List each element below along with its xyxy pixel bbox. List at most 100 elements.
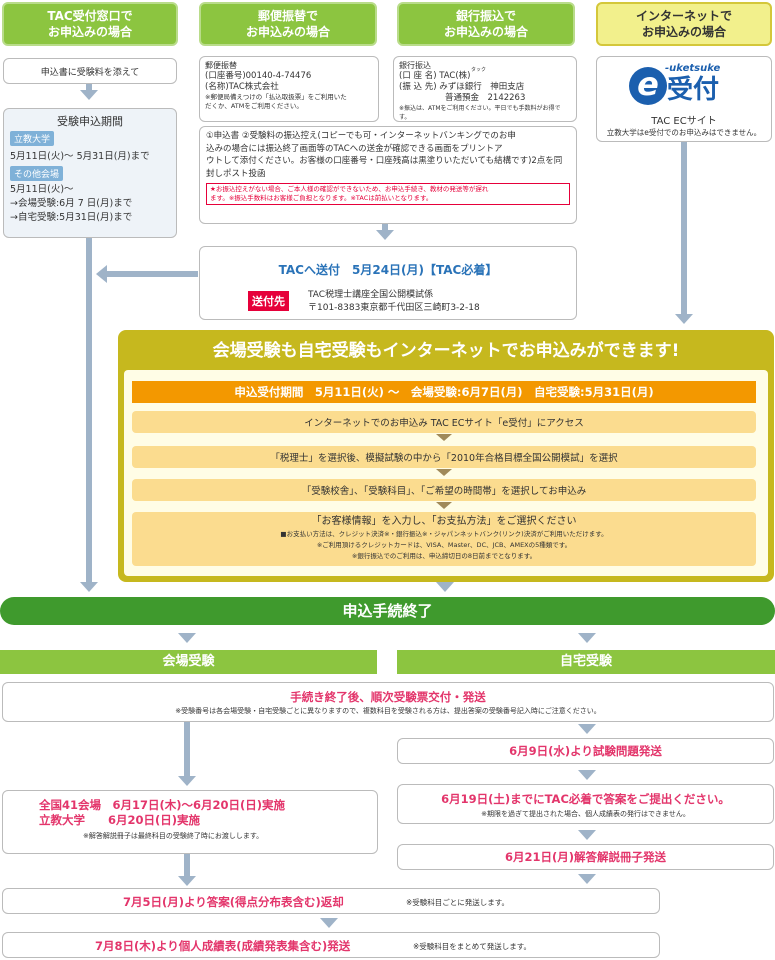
arrow-down-icon — [178, 876, 196, 886]
e-uketsuke-logo: e -uketsuke 受付 — [629, 63, 741, 107]
arrow-stem — [86, 84, 92, 90]
arrow-down-icon — [178, 776, 196, 786]
final-report-note: ※受験科目をまとめて発送します。 — [413, 942, 532, 951]
bank-account-name: (口 座 名) TAC(株) タック — [399, 67, 571, 82]
internet-note: 立教大学はe受付でのお申込みはできません。 — [606, 128, 762, 137]
logo-text-small: -uketsuke — [665, 63, 721, 74]
arrow-down-icon — [178, 633, 196, 643]
ticket-title: 手続き終了後、順次受験票交付・発送 — [290, 690, 486, 704]
venue-line: 立教大学 6月20日(日)実施 — [39, 813, 201, 827]
final-report: 7月8日(木)より個人成績表(成績発表集含む)発送 ※受験科目をまとめて発送しま… — [2, 932, 660, 958]
step-4-title: 「お客様情報」を入力し、「お支払方法」をご選択ください — [311, 516, 577, 527]
arrow-down-icon — [675, 314, 693, 324]
arrow-down-icon — [80, 90, 98, 100]
warning-line: ます。※振込手数料はお客様ご負担となります。※TACは前払いとなります。 — [210, 194, 433, 202]
venue-box: 全国41会場 6月17日(木)～6月20日(日)実施 立教大学 6月20日(日)… — [2, 790, 378, 854]
ticket-box: 手続き終了後、順次受験票交付・発送 ※受験番号は各会場受験・自宅受験ごとに異なり… — [2, 682, 774, 722]
arrow-stem — [106, 271, 198, 277]
period-line: →会場受験:6月 7 日(月)まで — [10, 198, 133, 209]
header-line: インターネットで — [635, 9, 732, 23]
venue-tag: 立教大学 — [10, 131, 55, 146]
arrow-down-icon — [80, 582, 98, 592]
header-line: 銀行振込で — [455, 9, 516, 23]
final-report-text: 7月8日(木)より個人成績表(成績発表集含む)発送 — [95, 939, 351, 953]
postal-line: (名称)TAC株式会社 — [205, 82, 279, 92]
period-line: 5月11日(火)～ 5月31日(月)まで — [10, 151, 150, 162]
postal-line: (口座番号)00140-4-74476 — [205, 71, 312, 81]
arrow-stem — [184, 722, 190, 778]
internet-site: TAC ECサイト — [651, 116, 717, 127]
arrow-down-icon — [578, 770, 596, 780]
arrow-down-icon — [376, 230, 394, 240]
home-step-2-note: ※期限を過ぎて提出された場合、個人成績表の発行はできません。 — [481, 810, 690, 818]
logo-text-main: 受付 — [667, 75, 720, 105]
venue-note: ※解答解説冊子は最終科目の受験終了時にお渡しします。 — [83, 832, 264, 840]
postal-note: だくか、ATMをご利用ください。 — [205, 102, 303, 110]
logo-e-mark: e — [629, 67, 667, 105]
send-tag: 送付先 — [248, 291, 289, 311]
arrow-down-icon — [320, 918, 338, 928]
header-line: お申込みの場合 — [245, 25, 330, 39]
internet-box: e -uketsuke 受付 TAC ECサイト 立教大学はe受付でのお申込みは… — [596, 56, 772, 142]
bank-line: (振 込 先) みずほ銀行 神田支店 — [399, 82, 525, 92]
period-bar: 申込受付期間 5月11日(火) ～ 会場受験:6月7日(月) 自宅受験:5月31… — [132, 381, 756, 403]
transfer-line: 込みの場合には振込終了画面等のTACへの送金が確認できる画面をプリントア — [206, 143, 503, 154]
period-line: 5月11日(火)～ — [10, 184, 74, 195]
send-address: TAC税理士講座全国公開模試係 — [308, 290, 434, 300]
step-4-note: ※ご利用頂けるクレジットカードは、VISA、Master、DC、JCB、AMEX… — [316, 541, 572, 549]
arrow-down-icon — [436, 434, 452, 441]
venue-tag: その他会場 — [10, 166, 64, 181]
home-step-2: 6月19日(土)までにTAC必着で答案をご提出ください。 ※期限を過ぎて提出され… — [397, 784, 774, 824]
arrow-down-icon — [578, 830, 596, 840]
header-line: TAC受付窓口で — [47, 9, 133, 23]
postal-note: ※郵便局備えつけの「払込取扱票」をご利用いた — [205, 93, 347, 101]
arrow-stem — [681, 142, 687, 314]
bank-line: 普通預金 2142263 — [445, 93, 526, 103]
home-step-2-text: 6月19日(土)までにTAC必着で答案をご提出ください。 — [441, 792, 730, 806]
postal-box: 郵便振替 (口座番号)00140-4-74476 (名称)TAC株式会社 ※郵便… — [199, 56, 379, 122]
tac-period-box: 受験申込期間 立教大学 5月11日(火)～ 5月31日(月)まで その他会場 5… — [3, 108, 177, 238]
final-return: 7月5日(月)より答案(得点分布表含む)返却 ※受験科目ごとに発送します。 — [2, 888, 660, 914]
header-internet: インターネットで お申込みの場合 — [596, 2, 772, 46]
venue-line: 全国41会場 6月17日(木)～6月20日(日)実施 — [39, 798, 286, 812]
final-return-text: 7月5日(月)より答案(得点分布表含む)返却 — [123, 895, 344, 909]
header-line: お申込みの場合 — [47, 25, 132, 39]
send-title: TACへ送付 5月24日(月)【TAC必着】 — [278, 263, 498, 277]
arrow-down-icon — [578, 633, 596, 643]
bank-line: 銀行振込 — [399, 61, 431, 70]
home-header: 自宅受験 — [397, 650, 775, 674]
warning-line: ★お振込控えがない場合、ご本人様の確認ができないため、お申込手続き、教材の発送等… — [210, 185, 489, 193]
ticket-note: ※受験番号は各会場受験・自宅受験ごとに異なりますので、複数科目を受験される方は、… — [175, 707, 601, 715]
arrow-down-icon — [436, 469, 452, 476]
transfer-line: ウトして添付ください。お客様の口座番号・口座残高は黒塗りいただいても結構です)2… — [206, 156, 563, 179]
transfer-instructions: ①申込書 ②受験料の振込控え(コピーでも可・インターネットバンキングでのお申 込… — [199, 126, 577, 224]
step-4-note: ■お支払い方法は、クレジット決済※・銀行振込※・ジャパンネットバンク(リンク)決… — [280, 530, 608, 538]
arrow-stem — [184, 854, 190, 876]
home-step-3-text: 6月21日(月)解答解説冊子発送 — [504, 850, 666, 864]
header-line: お申込みの場合 — [443, 25, 528, 39]
header-postal: 郵便振替で お申込みの場合 — [199, 2, 377, 46]
arrow-down-icon — [578, 724, 596, 734]
final-return-note: ※受験科目ごとに発送します。 — [406, 898, 510, 907]
header-line: お申込みの場合 — [641, 25, 726, 39]
banner-title: 会場受験も自宅受験もインターネットでお申込みができます! — [212, 341, 680, 361]
home-step-1-text: 6月9日(水)より試験問題発送 — [509, 744, 662, 758]
complete-bar: 申込手続終了 — [0, 597, 775, 625]
tac-note: 申込書に受験料を添えて — [3, 58, 177, 84]
venue-header: 会場受験 — [0, 650, 377, 674]
bank-ruby: タック — [471, 67, 487, 73]
step-3: 「受験校舎」、「受験科目」、「ご希望の時間帯」を選択してお申込み — [132, 479, 756, 501]
send-box: TACへ送付 5月24日(月)【TAC必着】 送付先 TAC税理士講座全国公開模… — [199, 246, 577, 320]
home-step-3: 6月21日(月)解答解説冊子発送 — [397, 844, 774, 870]
header-tac-counter: TAC受付窓口で お申込みの場合 — [2, 2, 178, 46]
transfer-line: ①申込書 ②受験料の振込控え(コピーでも可・インターネットバンキングでのお申 — [206, 131, 516, 141]
period-line: →自宅受験:5月31日(月)まで — [10, 212, 133, 223]
step-2: 「税理士」を選択後、模擬試験の中から「2010年合格目標全国公開模試」を選択 — [132, 446, 756, 468]
tac-note-text: 申込書に受験料を添えて — [40, 67, 140, 78]
arrow-left-icon — [96, 265, 107, 283]
home-step-1: 6月9日(水)より試験問題発送 — [397, 738, 774, 764]
send-address: 〒101-8383東京都千代田区三崎町3-2-18 — [308, 303, 480, 313]
arrow-down-icon — [436, 502, 452, 509]
bank-note: ※振込は、ATMをご利用ください。平日でも手数料がお得です。 — [399, 105, 561, 121]
step-4: 「お客様情報」を入力し、「お支払方法」をご選択ください ■お支払い方法は、クレジ… — [132, 512, 756, 566]
